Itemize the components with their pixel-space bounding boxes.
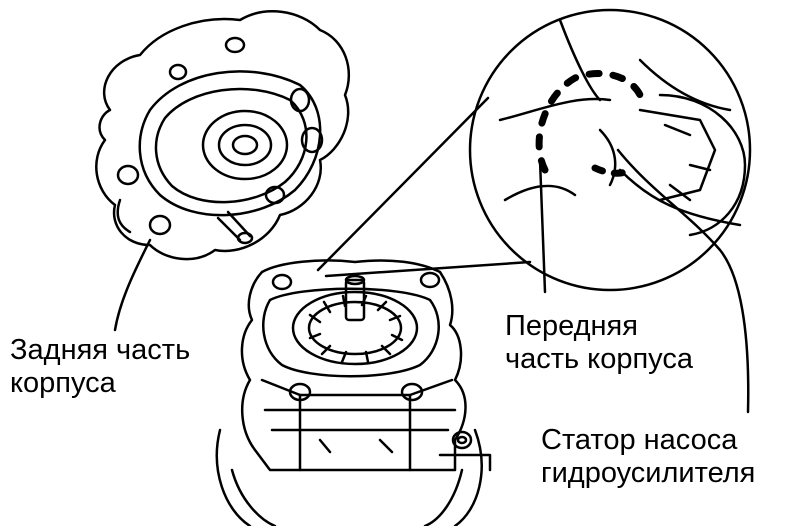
front-housing-label-line2: часть корпуса [505, 343, 693, 375]
detail-magnifier [113, 8, 752, 414]
pump-stator-label-line2: гидроусилителя [541, 457, 756, 489]
front-housing-label-line1: Передняя [505, 310, 638, 342]
pump-stator-label: Статор насоса гидроусилителя [541, 424, 755, 490]
pump-stator-label-line1: Статор насоса [541, 424, 738, 456]
rear-housing-label: Задняя часть корпуса [10, 334, 190, 400]
front-housing-part [215, 259, 492, 526]
front-housing-label: Передняя часть корпуса [505, 310, 693, 376]
rear-housing-label-line2: корпуса [10, 367, 116, 399]
rear-housing-part [95, 10, 350, 261]
rear-housing-label-line1: Задняя часть [10, 334, 191, 366]
